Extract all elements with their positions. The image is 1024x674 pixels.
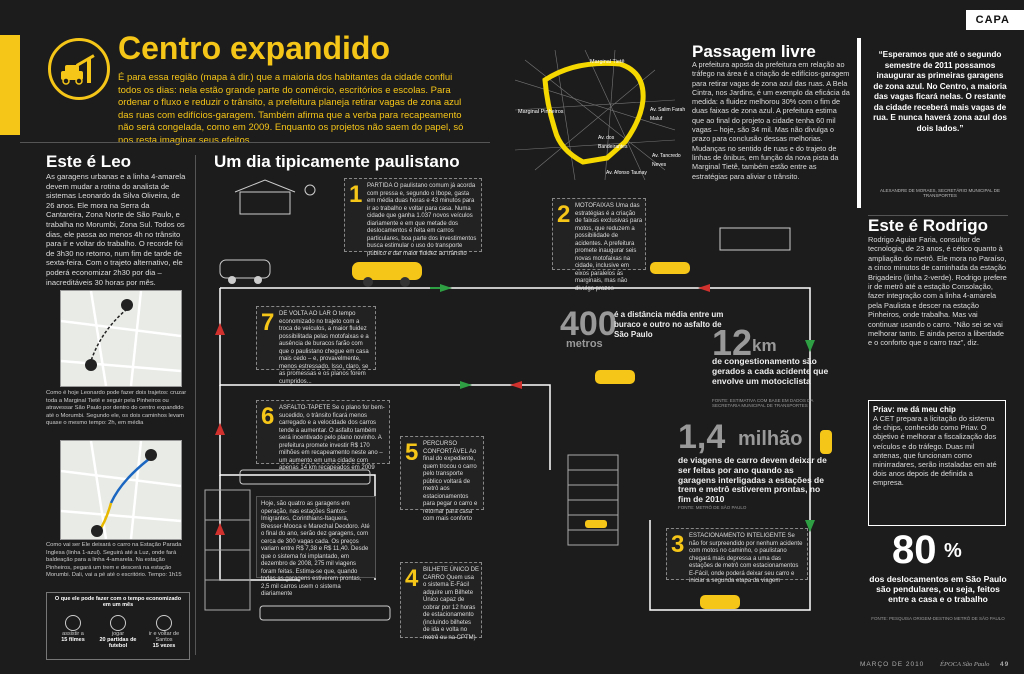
map-label-tancredo: Av. Tancredo Neves xyxy=(652,153,681,168)
rodrigo-text: Rodrigo Aguiar Faria, consultor de tecno… xyxy=(868,235,1007,348)
centro-expandido-map xyxy=(514,49,676,181)
step-4-text: BILHETE ÚNICO DE CARRO Quem usa o sistem… xyxy=(423,567,480,641)
priav-text: A CET prepara a licitação do sistema de … xyxy=(873,414,997,488)
step-3-number: 3 xyxy=(671,531,685,558)
stat-14-text: de viagens de carro devem deixar de ser … xyxy=(678,455,827,505)
map-label-afonso: Av. Afonso Taunay xyxy=(606,170,647,176)
car-icon xyxy=(595,370,635,384)
car-icon xyxy=(820,430,832,454)
step-2-number: 2 xyxy=(557,201,571,228)
time-saved-legend: O que ele pode fazer com o tempo economi… xyxy=(46,592,190,660)
car-icon xyxy=(700,595,740,609)
passagem-title: Passagem livre xyxy=(692,42,816,61)
page-number: 49 xyxy=(1000,661,1010,668)
step-1-text: PARTIDA O paulistano comum já acorda com… xyxy=(367,183,477,257)
building-icon xyxy=(204,489,251,611)
car-icon xyxy=(650,262,690,274)
step-1-number: 1 xyxy=(349,181,363,208)
house-icon xyxy=(234,179,296,215)
stat-80-source: FONTE: PESQUISA ORIGEM-DESTINO METRÔ DE … xyxy=(871,616,1005,621)
car-icon xyxy=(219,259,271,284)
step-5-number: 5 xyxy=(405,439,419,466)
flow-road-diagram xyxy=(204,179,832,621)
stat-400-number: 400 xyxy=(560,305,617,343)
stat-14-source: FONTE: METRÔ DE SÃO PAULO xyxy=(678,505,747,510)
train-icon xyxy=(239,469,391,621)
legend-item-santos: ir e voltar de Santos 15 vezes xyxy=(143,615,185,649)
passagem-text: A prefeitura aposta da prefeitura em rel… xyxy=(692,60,850,181)
trains-info-box: Hoje, são quatro as garagens em operação… xyxy=(256,496,376,597)
map-label-pinheiros: Marginal Pinheiros xyxy=(518,109,564,115)
stat-80-unit: % xyxy=(944,540,962,562)
step-7-text: DE VOLTA AO LAR O tempo economizado no t… xyxy=(279,311,369,385)
leo-caption-future: Como vai ser Ele deixará o carro na Esta… xyxy=(46,542,182,578)
page-title: Centro expandido xyxy=(118,30,391,66)
quote-author: ALEXANDRE DE MORAES, SECRETÁRIO MUNICIPA… xyxy=(879,188,1001,198)
leo-title: Este é Leo xyxy=(46,152,132,171)
intro-text: É para essa região (mapa à dir.) que a m… xyxy=(118,72,464,146)
step-6-text: ASFALTO-TAPETE Se o plano for bem-sucedi… xyxy=(279,405,385,471)
step-5-box: 5 PERCURSO CONFORTÁVEL Ao final do exped… xyxy=(400,436,484,522)
flow-title: Um dia tipicamente paulistano xyxy=(214,152,460,171)
map-label-salim: Av. Salim Farah Maluf xyxy=(650,107,686,122)
step-3-text: ESTACIONAMENTO INTELIGENTE Se não for su… xyxy=(689,533,803,584)
stat-12-unit: km xyxy=(752,336,777,355)
step-2-box: 2 MOTOFAIXAS Uma das estratégias é a cri… xyxy=(552,198,646,292)
trains-info-text: Hoje, são quatro as garagens em operação… xyxy=(261,501,370,597)
priav-title: Priav: me dá meu chip xyxy=(873,405,956,414)
stat-400-unit: metros xyxy=(566,338,603,350)
stat-12-source: FONTE: ESTIMATIVA COM BASE EM DADOS DA S… xyxy=(712,398,814,408)
divider xyxy=(195,155,196,655)
footer-date: MARÇO DE 2010 xyxy=(860,661,925,668)
stat-400-text: é a distância média entre um buraco e ou… xyxy=(614,310,724,339)
red-arrow-icon xyxy=(215,284,710,535)
step-1-box: 1 PARTIDA O paulistano comum já acorda c… xyxy=(344,178,482,257)
stat-80-text: dos deslocamentos em São Paulo são pendu… xyxy=(869,574,1007,604)
soccer-ball-icon xyxy=(110,615,126,631)
divider xyxy=(868,215,1008,216)
map-label-tiete: Marginal Tietê xyxy=(590,59,625,65)
legend-item-soccer: jogar 20 partidas de futebol xyxy=(97,615,139,649)
step-6-box: 6 ASFALTO-TAPETE Se o plano for bem-suce… xyxy=(256,400,390,471)
step-4-number: 4 xyxy=(405,565,419,592)
car-icon xyxy=(352,262,422,287)
section-tag: CAPA xyxy=(965,10,1024,30)
step-3-box: 3 ESTACIONAMENTO INTELIGENTE Se não for … xyxy=(666,528,808,584)
leo-map-future xyxy=(60,440,182,540)
film-icon xyxy=(65,615,81,631)
quote-text: “Esperamos que até o segundo semestre de… xyxy=(873,50,1007,133)
truck-icon xyxy=(719,227,791,251)
garage-building-icon xyxy=(567,454,619,546)
leo-text: As garagens urbanas e a linha 4-amarela … xyxy=(46,172,186,287)
legend-title: O que ele pode fazer com o tempo economi… xyxy=(54,596,182,608)
leo-caption-today: Como é hoje Leonardo pode fazer dois tra… xyxy=(46,390,187,426)
stat-14-number: 1,4 xyxy=(678,418,726,456)
stat-14-unit: milhão xyxy=(738,428,803,450)
stat-12-number: 12 xyxy=(712,322,753,363)
step-7-box: 7 DE VOLTA AO LAR O tempo economizado no… xyxy=(256,306,376,385)
legend-item-movies: assistir a 15 filmes xyxy=(53,615,93,643)
step-2-text: MOTOFAIXAS Uma das estratégias é a criaç… xyxy=(575,203,643,292)
accent-side-bar xyxy=(0,35,20,135)
step-5-text: PERCURSO CONFORTÁVEL Ao final do expedie… xyxy=(423,441,478,522)
map-label-bandeirantes: Av. dos Bandeirantes xyxy=(598,135,628,150)
parking-gate-icon xyxy=(48,38,110,100)
step-7-number: 7 xyxy=(261,309,275,336)
footer-brand: ÉPOCA São Paulo xyxy=(940,661,990,668)
priav-box: Priav: me dá meu chip A CET prepara a li… xyxy=(868,400,1006,526)
rodrigo-title: Este é Rodrigo xyxy=(868,216,988,235)
stat-12-text: de congestionamento são gerados a cada a… xyxy=(712,356,829,386)
step-4-box: 4 BILHETE ÚNICO DE CARRO Quem usa o sist… xyxy=(400,562,482,641)
divider xyxy=(20,142,490,143)
leo-map-today xyxy=(60,290,182,387)
car-icon xyxy=(156,615,172,631)
quote-box: “Esperamos que até o segundo semestre de… xyxy=(857,38,1011,208)
step-6-number: 6 xyxy=(261,403,275,430)
stat-80-number: 80 xyxy=(892,528,937,572)
